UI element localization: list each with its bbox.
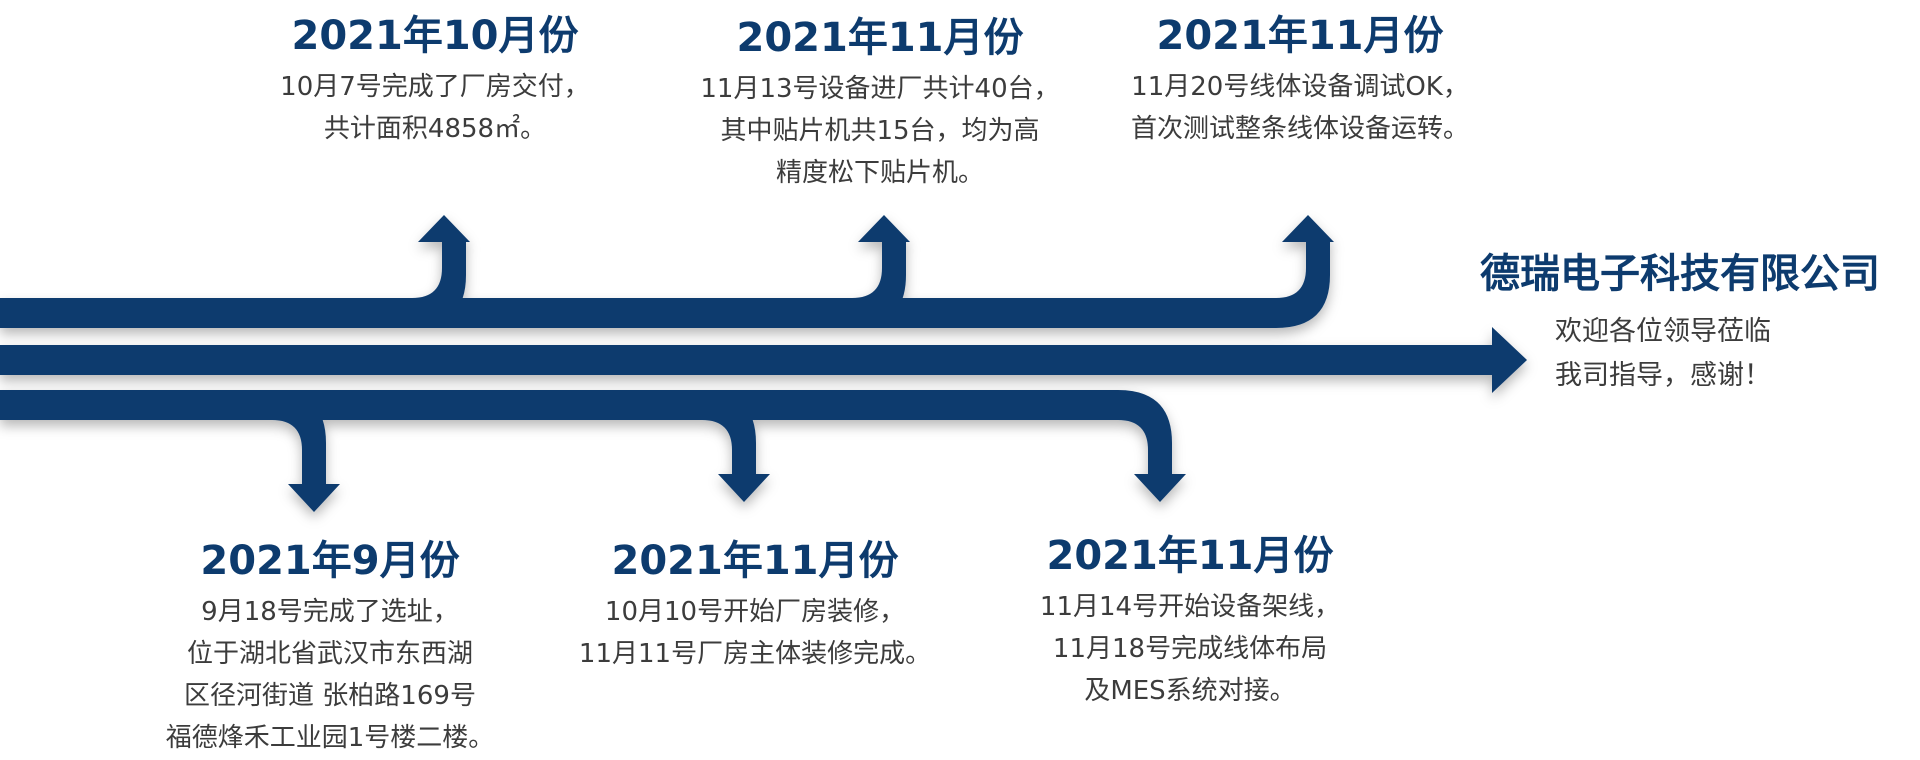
milestone-bottom-2: 2021年11月份 10月10号开始厂房装修， 11月11号厂房主体装修完成。 [555,537,955,675]
description-line: 11月20号线体设备调试OK， [1131,72,1469,102]
description-line: 福德烽禾工业园1号楼二楼。 [165,723,495,753]
description-line: 及MES系统对接。 [1084,676,1296,706]
milestone-bottom-3: 2021年11月份 11月14号开始设备架线， 11月18号完成线体布局 及ME… [1000,532,1380,712]
milestone-description: 10月10号开始厂房装修， 11月11号厂房主体装修完成。 [555,591,955,675]
milestone-date: 2021年11月份 [611,538,899,584]
description-line: 精度松下贴片机。 [775,158,984,188]
description-line: 9月18号完成了选址， [201,597,459,627]
milestone-description: 10月7号完成了厂房交付， 共计面积4858㎡。 [245,66,625,150]
branch-arrow-top-1 [0,215,470,328]
description-line: 11月18号完成线体布局 [1052,634,1328,664]
description-line: 位于湖北省武汉市东西湖 [186,639,473,669]
description-line: 其中贴片机共15台，均为高 [720,116,1040,146]
milestone-date: 2021年11月份 [1046,533,1334,579]
description-line: 11月11号厂房主体装修完成。 [578,639,932,669]
description-line: 10月7号完成了厂房交付， [280,72,590,102]
milestone-top-2: 2021年11月份 11月13号设备进厂共计40台， 其中贴片机共15台，均为高… [680,14,1080,194]
description-line: 共计面积4858㎡。 [323,114,547,144]
milestone-date: 2021年11月份 [1156,13,1444,59]
milestone-description: 11月13号设备进厂共计40台， 其中贴片机共15台，均为高 精度松下贴片机。 [680,68,1080,194]
milestone-top-3: 2021年11月份 11月20号线体设备调试OK， 首次测试整条线体设备运转。 [1120,12,1480,150]
welcome-message: 欢迎各位领导莅临 我司指导，感谢！ [1555,310,1900,398]
description-line: 11月14号开始设备架线， [1039,592,1341,622]
description-line: 11月13号设备进厂共计40台， [700,74,1060,104]
main-timeline-arrow [0,327,1527,393]
milestone-description: 11月14号开始设备架线， 11月18号完成线体布局 及MES系统对接。 [1000,586,1380,712]
milestone-description: 9月18号完成了选址， 位于湖北省武汉市东西湖 区径河街道 张柏路169号 福德… [130,591,530,759]
milestone-description: 11月20号线体设备调试OK， 首次测试整条线体设备运转。 [1120,66,1480,150]
welcome-line: 我司指导，感谢！ [1555,360,1771,391]
branch-arrow-bottom-1 [0,390,340,512]
company-name: 德瑞电子科技有限公司 [1480,251,1880,297]
milestone-date: 2021年10月份 [291,13,579,59]
description-line: 区径河街道 张柏路169号 [184,681,476,711]
company-block: 德瑞电子科技有限公司 欢迎各位领导莅临 我司指导，感谢！ [1460,250,1900,398]
milestone-date: 2021年9月份 [200,538,460,584]
description-line: 首次测试整条线体设备运转。 [1130,114,1469,144]
milestone-date: 2021年11月份 [736,15,1024,61]
welcome-line: 欢迎各位领导莅临 [1555,316,1771,347]
milestone-top-1: 2021年10月份 10月7号完成了厂房交付， 共计面积4858㎡。 [245,12,625,150]
description-line: 10月10号开始厂房装修， [604,597,906,627]
milestone-bottom-1: 2021年9月份 9月18号完成了选址， 位于湖北省武汉市东西湖 区径河街道 张… [130,537,530,759]
